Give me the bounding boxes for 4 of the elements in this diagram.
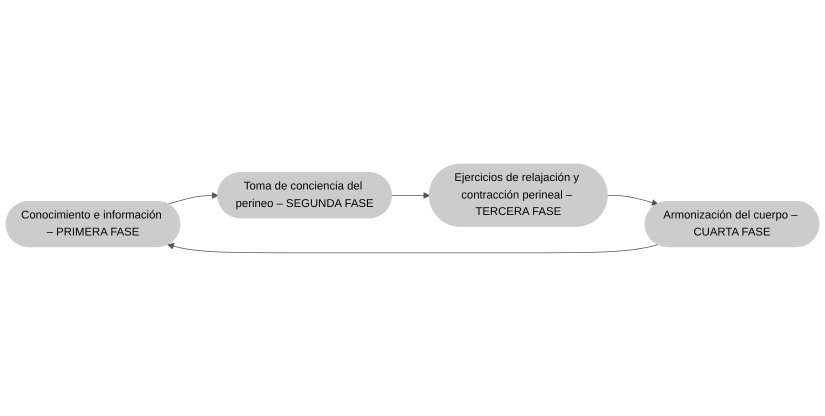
arrow bbox=[167, 192, 218, 204]
arrow bbox=[607, 194, 658, 206]
arrow bbox=[167, 242, 658, 253]
arrow bbox=[391, 192, 430, 198]
